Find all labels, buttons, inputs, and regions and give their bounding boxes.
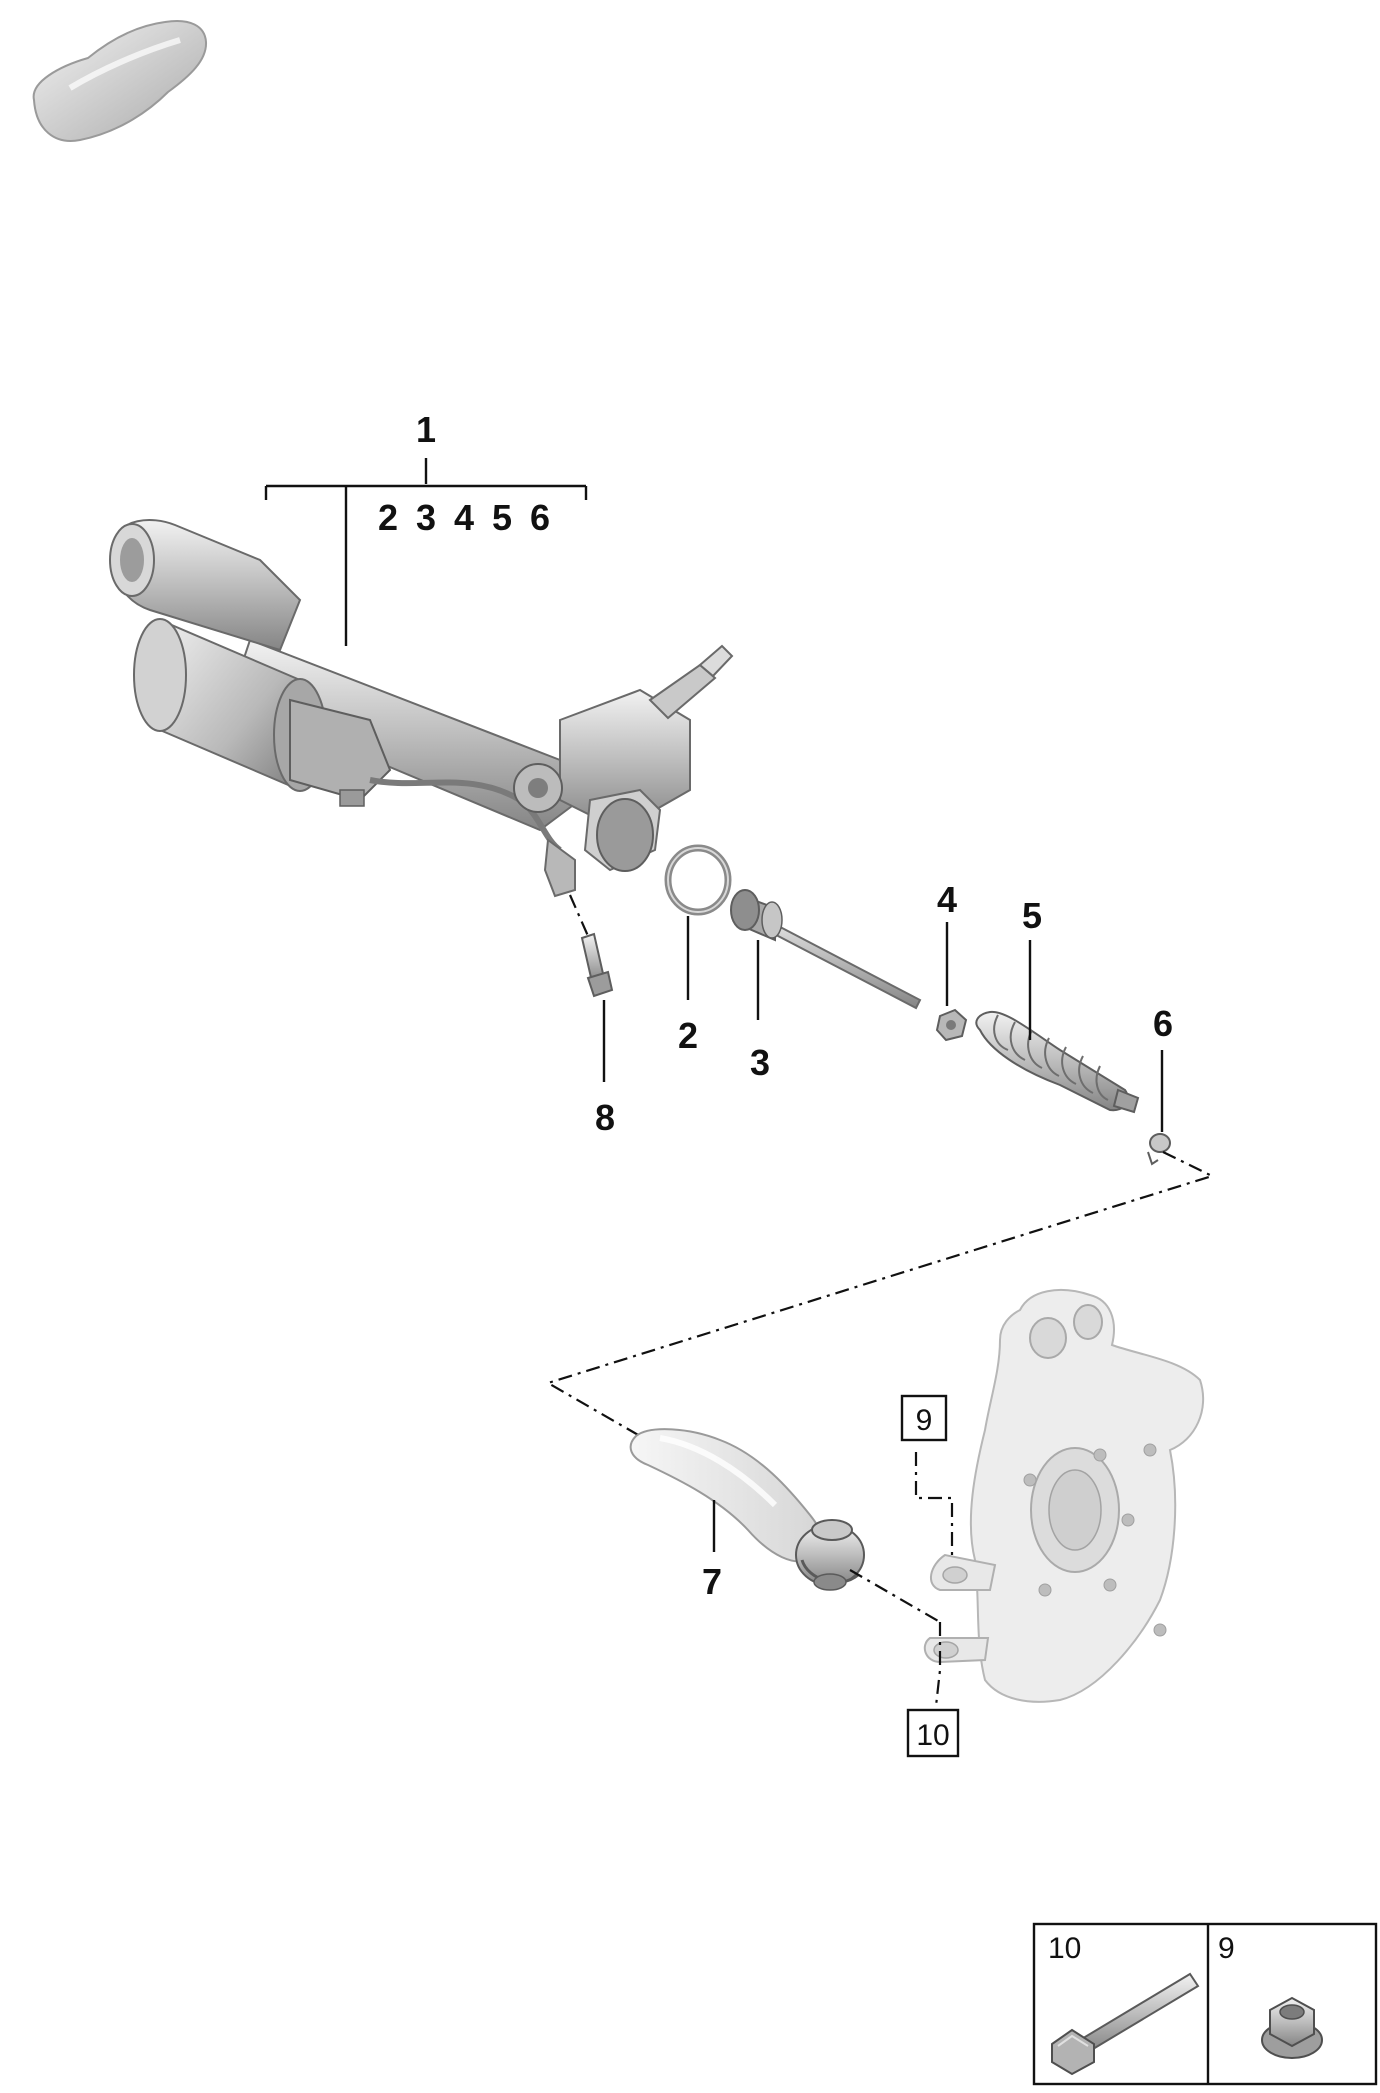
callout-1: 1: [416, 409, 436, 450]
boxed-callout-10: 10: [906, 1708, 960, 1758]
part-7-outer-tie-rod-end: [629, 1428, 865, 1591]
assembly-subpart-list: 2 3 4 5 6: [378, 497, 550, 538]
part-5-bellows-boot: [975, 1010, 1140, 1114]
callout-9-label: 9: [916, 1404, 933, 1437]
part-8-bolt: [580, 932, 614, 998]
subpart-label: 6: [530, 497, 550, 538]
hardware-legend: 10 9: [1032, 1922, 1378, 2086]
callout-5: 5: [1022, 895, 1042, 936]
subpart-label: 3: [416, 497, 436, 538]
callout-3: 3: [750, 1042, 770, 1083]
callout-2: 2: [678, 1015, 698, 1056]
leader-9: [914, 1452, 954, 1560]
tie-rod-to-knuckle-line: [849, 1569, 941, 1623]
steering-gear-assembly: [109, 519, 734, 898]
part-3-inner-tie-rod: [730, 889, 922, 1010]
legend-nut-label: 9: [1218, 1932, 1235, 1965]
legend-nut-image: [1261, 1996, 1323, 2059]
assembly-path-line: [545, 1151, 1215, 1437]
callout-7: 7: [702, 1561, 722, 1602]
boxed-callout-9: 9: [900, 1394, 948, 1442]
ball-joint: [795, 1519, 865, 1591]
part-4-lock-nut: [935, 1008, 968, 1042]
callout-6: 6: [1153, 1003, 1173, 1044]
steering-knuckle: [923, 1289, 1205, 1703]
assembly-bracket: [264, 458, 588, 646]
callout-8: 8: [595, 1097, 615, 1138]
subpart-label: 5: [492, 497, 512, 538]
callout-10-label: 10: [916, 1719, 949, 1752]
leader-10: [934, 1622, 942, 1707]
subpart-label: 2: [378, 497, 398, 538]
legend-bolt-image: [1051, 1972, 1200, 2076]
subpart-label: 4: [454, 497, 474, 538]
legend-bolt-label: 10: [1048, 1932, 1081, 1965]
part-2-clamp-ring: [664, 844, 732, 916]
car-silhouette-icon: [32, 20, 208, 142]
part-6-small-clamp: [1147, 1133, 1171, 1166]
callout-4: 4: [937, 879, 957, 920]
